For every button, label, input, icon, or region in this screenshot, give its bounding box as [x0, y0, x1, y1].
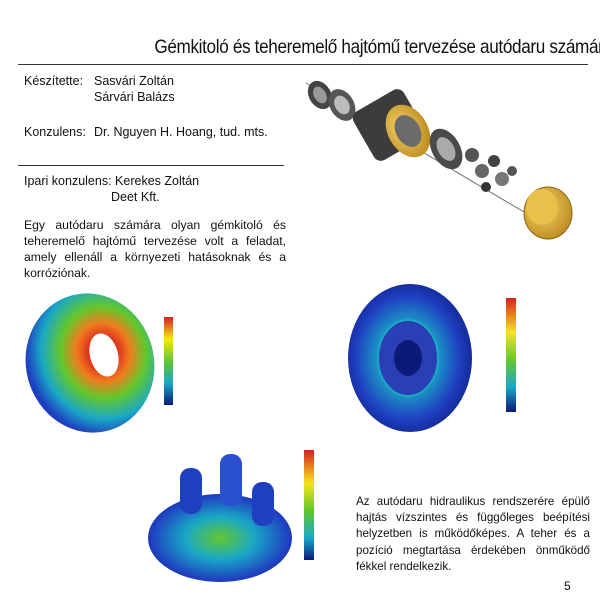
author-name: Sasvári Zoltán: [94, 74, 174, 88]
legend-bar: [304, 450, 314, 560]
fea-carrier-stress-plot: [148, 450, 314, 582]
author-name: Sárvári Balázs: [94, 90, 175, 104]
gear-housing: [352, 89, 431, 161]
page-number: 5: [564, 579, 571, 593]
fea-disc-stress-plot: [25, 293, 173, 433]
industrial-company: Deet Kft.: [111, 190, 160, 204]
author-line: Készítette: Sasvári Zoltán: [24, 73, 174, 89]
summary-paragraph: Az autódaru hidraulikus rendszerére épül…: [356, 495, 590, 573]
carrier-pin: [180, 454, 274, 526]
gear-disc: [429, 128, 463, 170]
adviser-name: Dr. Nguyen H. Hoang, tud. mts.: [94, 125, 268, 139]
industrial-adviser-line: Ipari konzulens: Kerekes Zoltán: [24, 173, 199, 189]
end-cap: [523, 186, 573, 240]
gear-disc: [328, 89, 356, 121]
industrial-adviser-label: Ipari konzulens:: [24, 174, 112, 188]
industrial-adviser-name: Kerekes Zoltán: [115, 174, 200, 188]
adviser-label: Konzulens:: [24, 125, 86, 139]
intro-paragraph: Egy autódaru számára olyan gémkitoló és …: [24, 218, 286, 280]
section-divider: [18, 165, 284, 166]
title-divider: [18, 64, 588, 65]
legend-bar: [164, 317, 173, 405]
gear-disc: [307, 80, 333, 110]
prepared-by-label: Készítette:: [24, 74, 84, 88]
exploded-gearbox-render: [305, 80, 573, 240]
page-title: Gémkitoló és teheremelő hajtómű tervezés…: [154, 36, 600, 58]
legend-bar: [506, 298, 516, 412]
planet-gear-set: [465, 148, 517, 192]
adviser-line: Konzulens: Dr. Nguyen H. Hoang, tud. mts.: [24, 124, 268, 140]
fea-flange-stress-plot: [348, 284, 516, 432]
